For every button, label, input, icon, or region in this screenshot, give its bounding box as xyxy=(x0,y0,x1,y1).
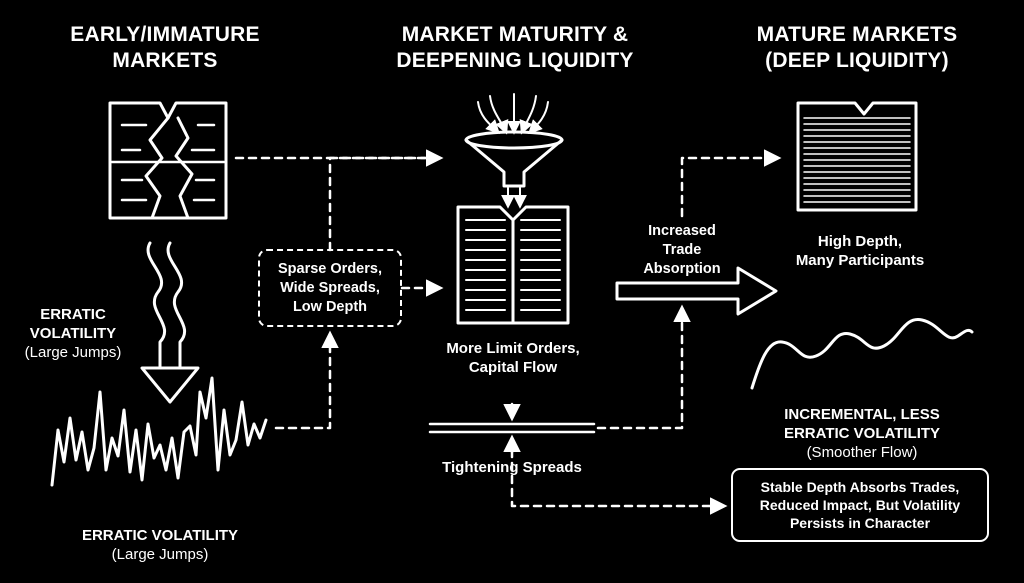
erratic-volatility-bottom-label: ERRATIC VOLATILITY (Large Jumps) xyxy=(50,507,270,583)
stable-depth-box: Stable Depth Absorbs Trades, Reduced Imp… xyxy=(731,468,989,542)
erratic-volatility-side-title: ERRATIC VOLATILITY xyxy=(29,306,117,342)
tightening-spreads-icon xyxy=(428,402,596,454)
erratic-volatility-bottom-sub: (Large Jumps) xyxy=(111,546,209,563)
tightening-spreads-label: Tightening Spreads xyxy=(442,459,582,476)
flow-box-up xyxy=(328,156,442,252)
smooth-volatility-wave xyxy=(750,318,974,390)
erratic-volatility-side-label: ERRATIC VOLATILITY (Large Jumps) xyxy=(18,286,128,381)
incremental-volatility-sub: (Smoother Flow) xyxy=(806,444,918,461)
erratic-volatility-side-sub: (Large Jumps) xyxy=(24,344,122,361)
big-right-arrow-icon xyxy=(615,266,778,316)
erratic-volatility-line xyxy=(50,376,268,487)
funnel-icon xyxy=(464,93,564,209)
sparse-orders-box: Sparse Orders, Wide Spreads, Low Depth xyxy=(258,249,402,327)
high-depth-label: High Depth, Many Participants xyxy=(795,233,925,269)
squiggly-down-arrow-icon xyxy=(140,241,200,404)
erratic-volatility-bottom-title: ERRATIC VOLATILITY xyxy=(81,527,239,544)
mature-order-book-icon xyxy=(796,101,918,212)
header-early-markets: EARLY/IMMATURE MARKETS xyxy=(70,23,260,72)
increased-trade-absorption-label: Increased Trade Absorption xyxy=(643,223,721,277)
header-mature-markets: MATURE MARKETS (DEEP LIQUIDITY) xyxy=(756,23,958,72)
more-limit-orders-label: More Limit Orders, Capital Flow xyxy=(446,340,580,376)
torn-order-book-icon xyxy=(108,101,228,220)
deepening-order-book-icon xyxy=(456,205,570,325)
flow-spreads-to-stable xyxy=(510,448,728,515)
header-market-maturity: MARKET MATURITY & DEEPENING LIQUIDITY xyxy=(396,23,634,72)
incremental-volatility-title: INCREMENTAL, LESS ERRATIC VOLATILITY xyxy=(783,406,941,442)
flow-absorption-to-mature xyxy=(680,149,782,218)
flow-vol-to-box xyxy=(274,330,339,430)
flow-spreads-to-absorption xyxy=(596,304,691,430)
incremental-volatility-label: INCREMENTAL, LESS ERRATIC VOLATILITY (Sm… xyxy=(752,386,972,481)
